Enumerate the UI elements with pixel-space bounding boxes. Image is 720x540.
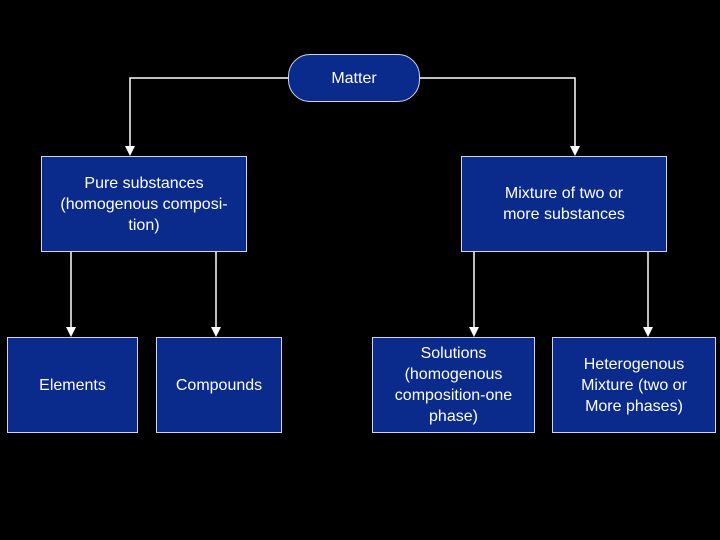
node-heterogenous-mixture: Heterogenous Mixture (two or More phases… — [552, 337, 716, 433]
connector-matter-to-mixture — [420, 77, 576, 146]
node-solutions-line-1: Solutions — [420, 345, 487, 362]
node-solutions-line-4: phase) — [429, 408, 478, 425]
node-pure-line-3: tion) — [128, 216, 160, 234]
node-solutions: Solutions (homogenous composition-one ph… — [372, 337, 535, 433]
node-matter-label: Matter — [331, 69, 377, 87]
arrowhead-heterogenous — [643, 327, 653, 337]
arrowhead-pure — [125, 146, 135, 156]
arrowhead-elements — [66, 327, 76, 337]
arrowhead-compounds — [211, 327, 221, 337]
node-solutions-line-3: composition-one — [394, 387, 513, 404]
node-solutions-line-2: (homogenous — [404, 366, 503, 383]
arrowhead-solutions — [469, 327, 479, 337]
node-hetero-line-2: Mixture (two or — [581, 376, 687, 394]
node-mixture-line-1: Mixture of two or — [504, 185, 624, 202]
connector-matter-to-pure — [129, 77, 288, 146]
node-compounds-label: Compounds — [175, 376, 263, 394]
node-pure-line-2: (homogenous composi- — [60, 195, 228, 213]
node-compounds: Compounds — [156, 337, 282, 433]
node-elements: Elements — [7, 337, 138, 433]
node-mixture-line-2: more substances — [503, 206, 625, 223]
node-hetero-line-3: More phases) — [585, 397, 683, 415]
node-pure-substances: Pure substances (homogenous composi- tio… — [41, 156, 247, 252]
node-hetero-line-1: Heterogenous — [583, 355, 685, 373]
node-mixture: Mixture of two or more substances — [461, 156, 667, 252]
node-pure-line-1: Pure substances — [84, 174, 204, 192]
node-matter: Matter — [288, 54, 420, 102]
node-elements-label: Elements — [39, 376, 106, 394]
arrowhead-mixture — [570, 146, 580, 156]
